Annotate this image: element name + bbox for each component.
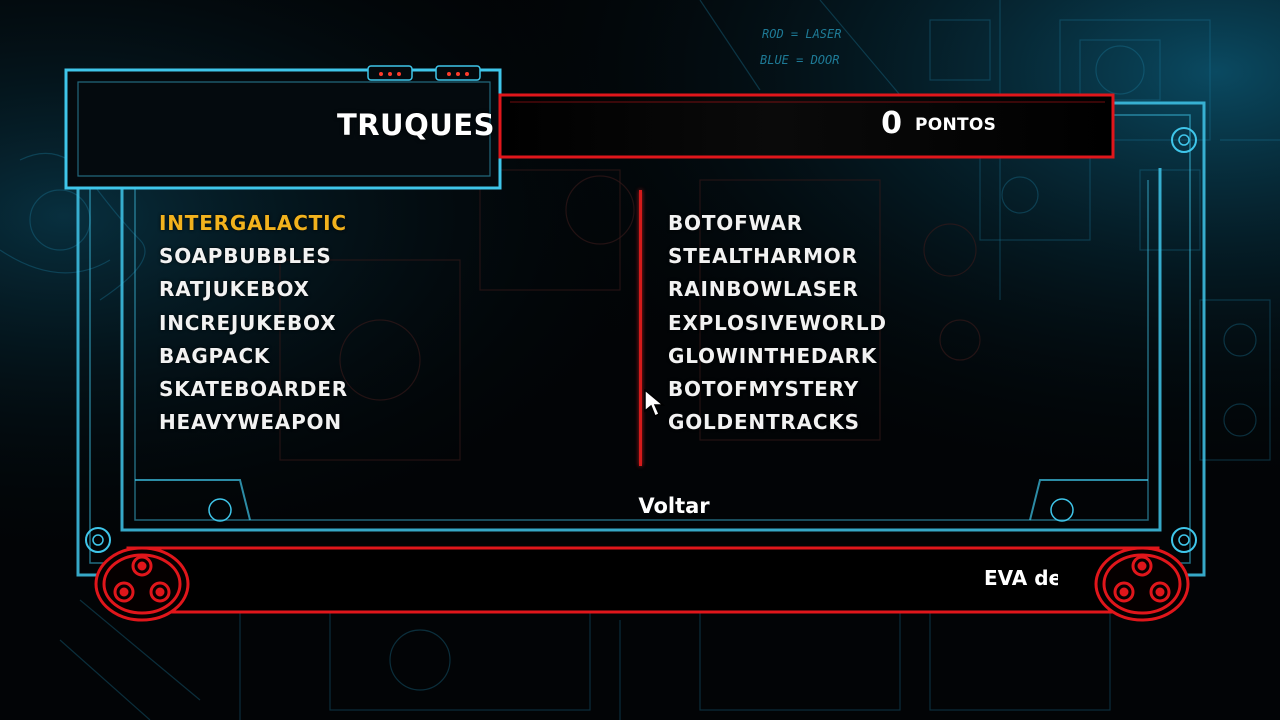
back-button[interactable]: Voltar	[638, 494, 710, 518]
cheat-item[interactable]: RAINBOWLASER	[668, 277, 859, 302]
cheat-item[interactable]: INTERGALACTIC	[159, 211, 347, 235]
cheat-item[interactable]: RATJUKEBOX	[159, 277, 310, 302]
cheat-item[interactable]: GOLDENTRACKS	[668, 410, 860, 435]
page-title: TRUQUES	[336, 108, 495, 142]
cheat-item[interactable]: SKATEBOARDER	[159, 376, 348, 401]
cheat-item[interactable]: GLOWINTHEDARK	[668, 343, 878, 368]
mouse-pointer-icon	[644, 389, 666, 418]
cheat-item[interactable]: HEAVYWEAPON	[159, 410, 342, 435]
triple-circle-emblem-icon	[94, 546, 190, 622]
cheat-item[interactable]: EXPLOSIVEWORLD	[668, 310, 887, 335]
annotation-blue-door: BLUE = DOOR	[760, 53, 839, 67]
score-label: PONTOS	[915, 115, 997, 135]
cheat-list-left: INTERGALACTIC SOAPBUBBLES RATJUKEBOX INCREJ…	[159, 208, 348, 440]
annotation-rod-laser: ROD = LASER	[762, 27, 841, 41]
cheat-item[interactable]: BOTOFWAR	[668, 211, 803, 235]
ticker-text: EVA de	[984, 566, 1058, 590]
column-divider	[639, 190, 642, 466]
ticker-clip: EVA de	[190, 560, 1058, 600]
cheat-list-right: BOTOFWAR STEALTHARMOR RAINBOWLASER EXPLOSIV…	[668, 208, 887, 440]
cheat-item[interactable]: BOTOFMYSTERY	[668, 376, 860, 401]
triple-circle-emblem-icon	[1094, 546, 1190, 622]
cheat-item[interactable]: STEALTHARMOR	[668, 244, 858, 269]
score-bar	[498, 93, 1115, 159]
score-value: 0	[881, 106, 902, 141]
cheat-item[interactable]: BAGPACK	[159, 343, 271, 368]
cheat-item[interactable]: SOAPBUBBLES	[159, 244, 332, 269]
cheat-item[interactable]: INCREJUKEBOX	[159, 310, 337, 335]
